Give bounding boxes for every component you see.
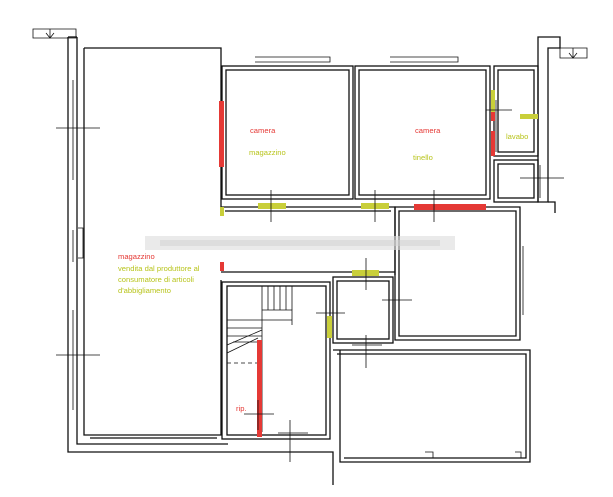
label-magazzino-big: magazzino xyxy=(118,252,155,261)
label-shop-desc-1: vendita dal produttore al xyxy=(118,264,200,273)
label-camera-right: camera xyxy=(415,126,441,135)
room-lower-right xyxy=(333,349,531,463)
north-marker-right xyxy=(559,47,588,59)
room-lavabo xyxy=(493,65,539,157)
room-camera-left xyxy=(221,65,354,200)
label-shop-desc-3: d'abbigliamento xyxy=(118,286,171,295)
label-shop-desc-2: consumatore di articoli xyxy=(118,275,194,284)
room-service xyxy=(493,159,539,203)
stair-room xyxy=(221,281,331,440)
label-rip: rip. xyxy=(236,404,247,413)
label-magazzino-small: magazzino xyxy=(249,148,286,157)
section-lines xyxy=(56,100,564,462)
room-central xyxy=(332,276,394,344)
label-lavabo: lavabo xyxy=(506,132,528,141)
label-tinello: tinello xyxy=(413,153,433,162)
windows xyxy=(72,56,524,410)
north-marker-left xyxy=(32,28,77,39)
label-camera-left: camera xyxy=(250,126,276,135)
room-camera-right xyxy=(354,65,491,200)
